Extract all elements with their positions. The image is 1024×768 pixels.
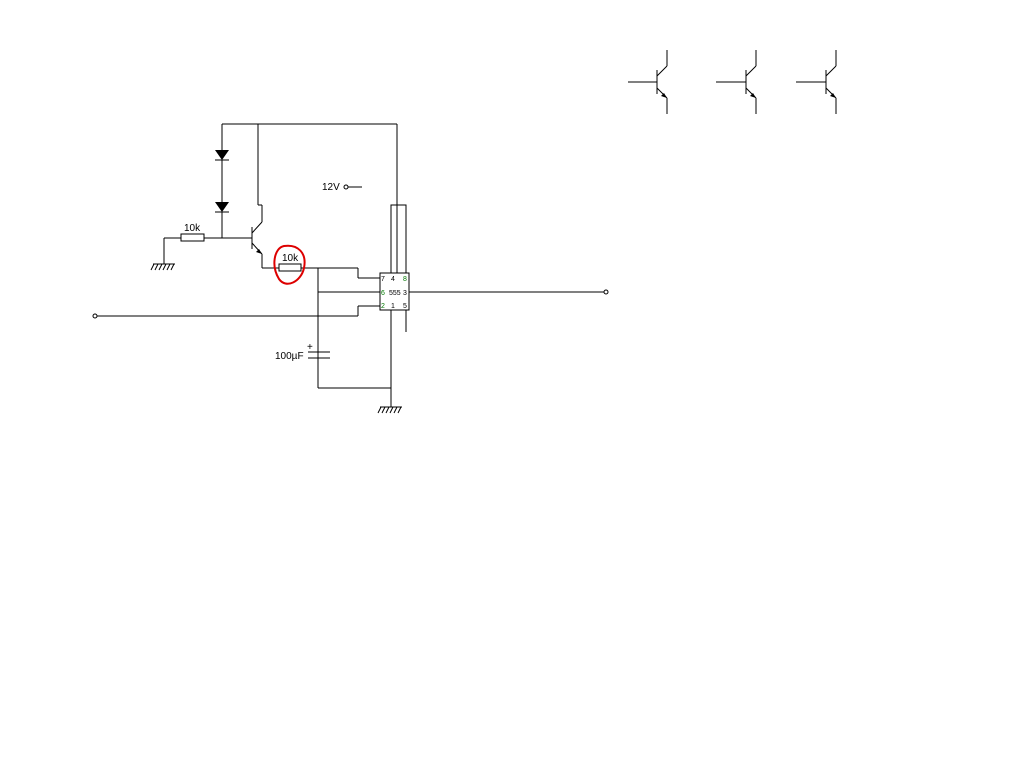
ic-pin-3: 3: [403, 290, 407, 297]
transistor-symbol-2: [716, 50, 757, 114]
emitter-resistor-label: 10k: [282, 253, 299, 264]
ic-pin-6: 6: [381, 290, 385, 297]
capacitor: [308, 351, 330, 359]
transistor-symbol-3: [796, 50, 837, 114]
input-wire: [92, 313, 318, 319]
supply-terminal: [343, 184, 362, 190]
ic-555: [379, 272, 410, 311]
ic-left-wires: [317, 268, 380, 388]
base-resistor-label: 10k: [184, 223, 201, 234]
capacitor-label: 100µF: [275, 351, 304, 362]
red-highlight-circle: [273, 244, 306, 285]
ic-pin-7: 7: [381, 276, 385, 283]
ic-pin-4: 4: [391, 276, 395, 283]
ground-wires: [318, 310, 407, 407]
transistor-main: [251, 204, 263, 268]
ic-pin-8: 8: [403, 276, 407, 283]
ic-pin-1: 1: [391, 303, 395, 310]
output-wire: [409, 289, 609, 295]
top-rail-wire: [221, 123, 398, 238]
ground-symbol-ic: [377, 406, 402, 414]
supply-label: 12V: [322, 182, 340, 193]
ic-pin-5: 5: [403, 303, 407, 310]
ic-pin-2: 2: [381, 303, 385, 310]
base-resistor: [163, 233, 252, 264]
diode-lower: [215, 202, 229, 213]
emitter-resistor: [262, 263, 380, 279]
pullup-block: [390, 204, 407, 274]
ic-name: 555: [389, 290, 401, 297]
capacitor-polarity: +: [307, 342, 313, 353]
diode-upper: [215, 150, 229, 161]
ground-symbol-left: [150, 263, 175, 271]
transistor-symbol-1: [628, 50, 668, 114]
